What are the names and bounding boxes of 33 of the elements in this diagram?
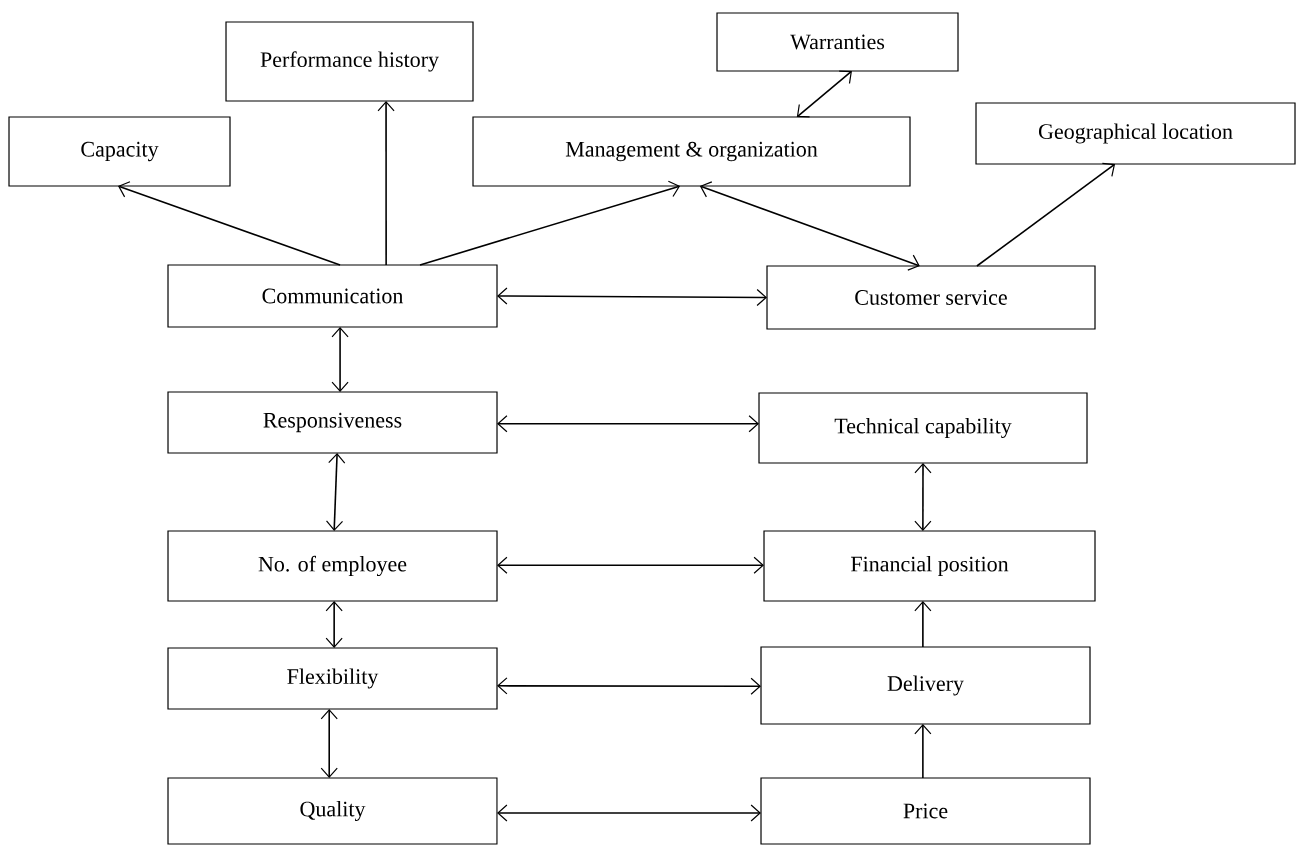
- arrow: [325, 601, 343, 648]
- arrow: [331, 327, 349, 392]
- arrow: [699, 181, 920, 271]
- arrow: [914, 463, 932, 531]
- arrow: [796, 70, 852, 118]
- arrow: [377, 101, 395, 266]
- process-box: Warranties: [716, 12, 959, 72]
- process-box: Financial position: [763, 530, 1096, 602]
- process-box: Quality: [167, 777, 498, 845]
- process-box: Performance history: [225, 21, 474, 102]
- arrow: [325, 453, 346, 531]
- arrow: [419, 180, 681, 266]
- arrow: [497, 415, 759, 433]
- arrow: [914, 724, 932, 779]
- arrow: [320, 709, 338, 778]
- process-box: Flexibility: [167, 647, 498, 710]
- arrow: [497, 677, 761, 695]
- arrow: [976, 162, 1116, 267]
- arrow: [497, 556, 764, 574]
- arrow: [914, 601, 932, 648]
- process-box: Technical capability: [758, 392, 1088, 464]
- process-box: Responsiveness: [167, 391, 498, 454]
- process-box: Customer service: [766, 265, 1096, 330]
- process-box: Delivery: [760, 646, 1091, 725]
- process-box: Communication: [167, 264, 498, 328]
- arrow: [497, 804, 761, 822]
- process-box: No. of employee: [167, 530, 498, 602]
- arrow: [117, 181, 341, 266]
- arrow: [497, 287, 767, 307]
- process-box: Price: [760, 777, 1091, 845]
- process-box: Capacity: [8, 116, 231, 187]
- process-box: Geographical location: [975, 102, 1296, 165]
- process-box: Management & organization: [472, 116, 911, 187]
